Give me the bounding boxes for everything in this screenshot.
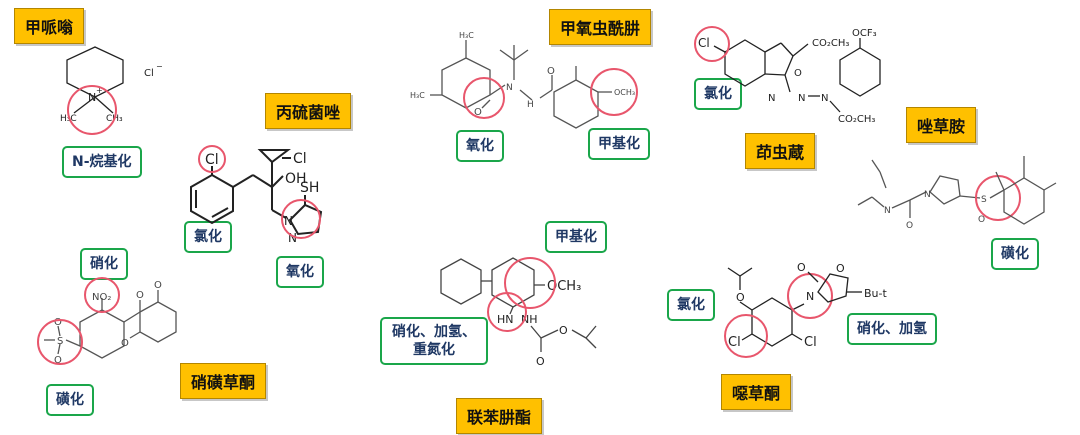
prothio-cl-cyclopropyl: Cl: [293, 151, 307, 167]
highlight-bifen-hydrazine: [487, 292, 527, 332]
label-methylation-methoxyfenozide: 甲基化: [588, 128, 650, 160]
highlight-meso-so2: [37, 319, 83, 365]
label-oxidation-methoxyfenozide: 氧化: [456, 130, 504, 162]
mesotrione-structure: NO₂ O O O S O O: [37, 277, 177, 366]
label-sulfonation-mesotrione: 磺化: [46, 384, 94, 416]
cafenstrole-structure: N O N S O: [857, 156, 1057, 231]
indox-co2ch3-bottom: CO₂CH₃: [838, 114, 875, 125]
indoxacarb-structure: Cl CO₂CH₃ O N N N CO₂CH₃ OCF₃: [694, 26, 881, 125]
label-methylation-bifenazate: 甲基化: [545, 221, 607, 253]
label-sulfonation-cafenstrole: 磺化: [991, 238, 1039, 270]
methoxy-o-carbonyl2: O: [547, 66, 555, 77]
label-oxidation-prothioconazole: 氧化: [276, 256, 324, 288]
methoxy-och3: OCH₃: [614, 88, 635, 97]
bifen-o-ester: O: [559, 324, 568, 337]
indox-o-ring: O: [794, 68, 802, 79]
meso-o-ketone: O: [136, 290, 144, 301]
highlight-oxad-cl: [724, 314, 768, 358]
prothio-oh: OH: [285, 171, 307, 187]
meso-o-bottom: O: [121, 338, 129, 349]
cafen-o-s: O: [978, 215, 985, 225]
title-prothioconazole: 丙硫菌唑: [265, 93, 352, 129]
highlight-oxad-n: [787, 273, 833, 319]
cafen-s: S: [981, 195, 987, 205]
mepiquat-h3c: H₃C: [60, 114, 77, 124]
title-bifenazate: 联苯肼酯: [456, 398, 543, 434]
indox-n2: N: [798, 93, 805, 104]
label-chlorination-oxadiazon: 氯化: [667, 289, 715, 321]
methoxyfenozide-structure: H₃C H₃C O N H O OCH₃: [410, 31, 638, 129]
methoxy-h3c-left: H₃C: [410, 91, 425, 100]
meso-o-s2: O: [54, 355, 62, 366]
methoxy-h3c-top: H₃C: [459, 31, 474, 40]
oxad-o-ring: O: [836, 262, 845, 275]
oxad-n: N: [806, 290, 814, 303]
oxad-bu-t: Bu-t: [864, 287, 887, 300]
highlight-prothio-triazole: [281, 199, 321, 239]
indox-ocf3: OCF₃: [852, 28, 877, 39]
title-mepiquat: 甲哌嗡: [14, 8, 85, 44]
mepiquat-ch3: CH₃: [106, 114, 123, 124]
oxad-cl-left: Cl: [728, 335, 741, 350]
highlight-meso-no2: [84, 277, 120, 313]
methoxy-h: H: [527, 100, 534, 110]
indox-n1: N: [768, 93, 775, 104]
meso-no2: NO₂: [92, 292, 111, 303]
highlight-prothio-cl: [198, 145, 226, 173]
cafen-o-amide: O: [906, 221, 913, 231]
label-chlorination-prothioconazole: 氯化: [184, 221, 232, 253]
meso-s: S: [57, 336, 63, 347]
methoxy-o-carbonyl1: O: [474, 107, 482, 118]
mepiquat-n-atom: N: [88, 91, 96, 104]
title-mesotrione: 硝磺草酮: [180, 363, 267, 399]
label-nitration-mesotrione: 硝化: [80, 248, 128, 280]
oxad-o-ether: O: [736, 291, 745, 304]
highlight-mepiquat-n: [67, 85, 117, 135]
highlight-cafen-so2: [975, 175, 1021, 221]
prothio-n1: N: [284, 214, 293, 228]
indox-n3: N: [821, 93, 828, 104]
label-nitration-hydrogenation-oxadiazon: 硝化、加氢: [847, 313, 937, 345]
cafen-n-triazole: N: [924, 190, 931, 200]
highlight-indox-cl: [694, 26, 730, 62]
bifen-nh: NH: [521, 313, 538, 326]
bifen-och3: OCH₃: [547, 279, 581, 294]
bifen-o-carbonyl: O: [536, 355, 545, 368]
highlight-methoxy-carbonyl: [463, 77, 505, 119]
highlight-methoxy-och3: [590, 68, 638, 116]
meso-o-top: O: [154, 280, 162, 291]
cafen-n-amide: N: [884, 206, 891, 216]
title-indoxacarb: 茚虫蔵: [745, 133, 816, 169]
bifen-hn: HN: [497, 313, 514, 326]
indox-cl: Cl: [698, 36, 710, 50]
label-n-alkylation: N-烷基化: [62, 146, 142, 178]
label-nitration-hydrogenation-diazotization: 硝化、加氢、重氮化: [380, 317, 488, 365]
meso-o-s1: O: [54, 317, 62, 328]
chloride-ion: Cl: [144, 68, 154, 79]
label-chlorination-indoxacarb: 氯化: [694, 78, 742, 110]
prothio-sh: SH: [300, 180, 319, 196]
oxad-cl-right: Cl: [804, 335, 817, 350]
methoxy-n: N: [506, 83, 513, 93]
mepiquat-plus: +: [96, 86, 103, 95]
chloride-minus: −: [156, 62, 163, 71]
oxad-o-carbonyl: O: [797, 261, 806, 274]
title-methoxyfenozide: 甲氧虫酰肼: [549, 9, 652, 45]
indox-co2ch3-top: CO₂CH₃: [812, 38, 849, 49]
highlight-bifen-och3: [504, 257, 556, 309]
title-oxadiazon: 噁草酮: [721, 374, 792, 410]
mepiquat-structure: N + H₃C CH₃ Cl −: [60, 46, 163, 135]
title-cafenstrole: 唑草胺: [906, 107, 977, 143]
prothio-n2: N: [288, 231, 297, 245]
prothio-cl-aryl: Cl: [205, 152, 219, 168]
